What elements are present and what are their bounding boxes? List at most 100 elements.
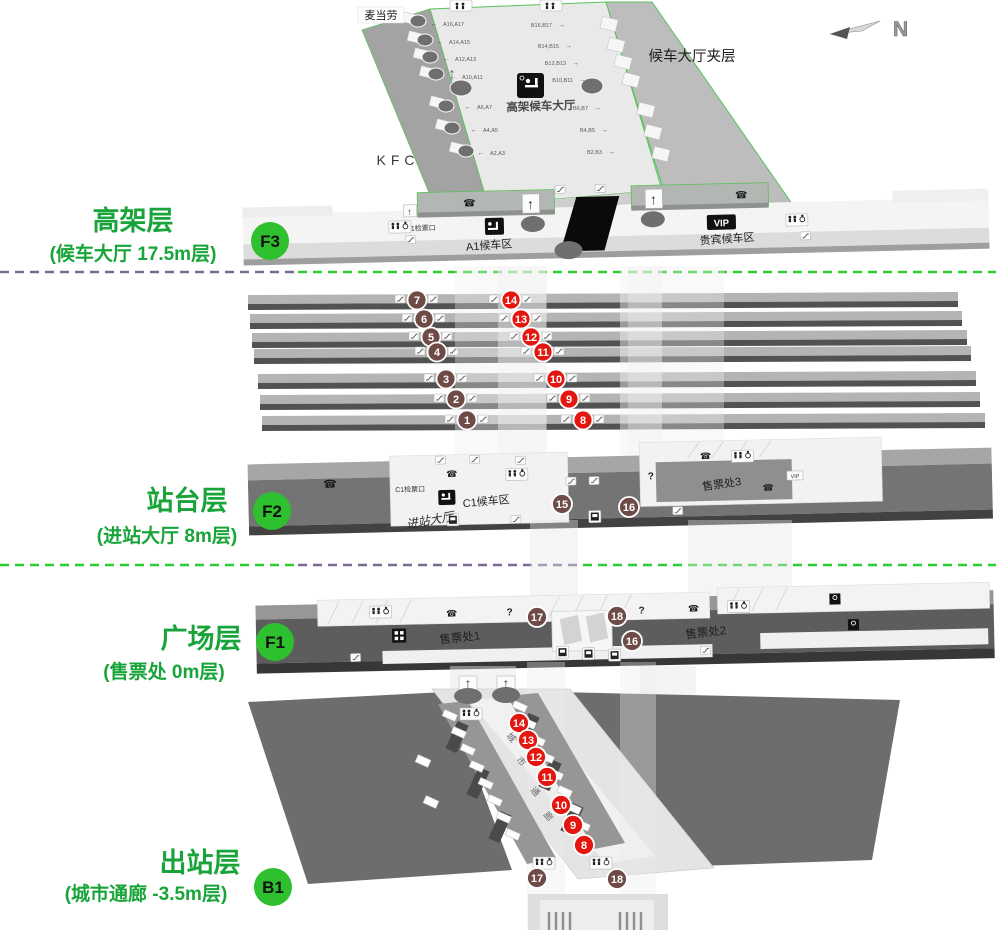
bench-icon	[487, 227, 499, 230]
vip-waiting-edge	[631, 202, 769, 211]
marker-b1-14: 14	[508, 712, 530, 734]
svg-text:14: 14	[513, 718, 526, 730]
svg-text:17: 17	[531, 873, 543, 885]
svg-text:←: ←	[471, 127, 478, 134]
ticket-machine-icon	[607, 648, 622, 662]
marker-platform-8: 8	[572, 409, 594, 431]
marker-platform-11: 11	[532, 341, 554, 363]
shaft-column	[640, 666, 696, 696]
vip-badge	[706, 214, 737, 230]
f1-right-lower-band	[760, 628, 989, 650]
escalator-icon	[565, 476, 577, 486]
ticket-machine-icon	[581, 647, 596, 661]
svg-text:16: 16	[623, 502, 635, 514]
svg-text:A4,A5: A4,A5	[483, 128, 498, 134]
escalator-icon	[699, 645, 712, 655]
toilet-icon	[545, 2, 549, 10]
waiting-badge	[438, 489, 456, 506]
toilet-accessible-icon	[785, 213, 809, 227]
svg-text:11: 11	[537, 347, 549, 359]
toilet-accessible-icon	[726, 599, 751, 614]
svg-text:5: 5	[428, 332, 434, 344]
svg-text:→: →	[608, 149, 615, 156]
b1-left-plate	[248, 692, 512, 884]
svg-text:9: 9	[570, 820, 576, 832]
compass-north-label: N	[893, 18, 908, 41]
escalator-icon	[434, 455, 447, 465]
b1-deck: ↑ ↑ 城 市 通 廊 14 13 12 11 10 9 8 17 18	[248, 662, 900, 930]
marker-f2-15: 15	[551, 493, 573, 515]
escalator-icon	[350, 652, 362, 663]
c1-gate-label: C1检票口	[395, 484, 425, 494]
bench-icon	[441, 497, 451, 500]
hall-label: 高架候车大厅	[506, 98, 576, 114]
b1-stair-strip	[507, 693, 625, 849]
phone-icon: ☎	[688, 603, 699, 613]
toilet-accessible-icon	[368, 605, 393, 619]
f3-right-step	[892, 188, 989, 203]
bench-icon	[535, 78, 538, 87]
a1-waiting-label: A1候车区	[465, 236, 512, 253]
toilet-accessible-icon	[459, 707, 483, 721]
toilet-icon	[551, 2, 555, 10]
platform-strip	[254, 346, 971, 364]
svg-text:←: ←	[443, 56, 450, 63]
toilet-accessible-icon	[589, 856, 613, 870]
f2-plate-front	[248, 509, 993, 536]
vip-waiting-label: 贵宾候车区	[699, 230, 755, 248]
locker-icon	[847, 618, 860, 631]
escalator-icon	[672, 506, 684, 516]
marker-platform-10: 10	[545, 368, 567, 390]
svg-text:7: 7	[414, 295, 420, 307]
toilet-icon	[455, 2, 459, 10]
svg-text:←: ←	[431, 21, 438, 28]
marker-b1-9: 9	[562, 814, 584, 836]
a1-gate-label: A1检票口	[406, 223, 436, 233]
marker-b1-8: 8	[573, 834, 595, 856]
svg-text:18: 18	[611, 874, 623, 886]
platform-strips: 7 6 5 4 3 2 1 14 13 12 11 10 9 8	[248, 266, 985, 456]
fare-gate-teeth	[547, 912, 643, 930]
svg-text:14: 14	[505, 295, 518, 307]
f2-badge	[253, 492, 291, 530]
svg-text:A10,A11: A10,A11	[462, 75, 483, 81]
marker-platform-4: 4	[426, 341, 448, 363]
svg-text:←: ←	[465, 104, 472, 111]
phone-icon: ☎	[735, 190, 748, 201]
up-arrow-icon: ↑	[527, 196, 534, 212]
phone-icon: ☎	[446, 469, 457, 479]
svg-text:10: 10	[550, 374, 562, 386]
svg-text:A16,A17: A16,A17	[443, 22, 464, 28]
marker-f1-17: 17	[526, 606, 548, 628]
svg-text:18: 18	[611, 611, 623, 623]
bench-icon	[525, 85, 538, 88]
up-arrow-icon: ↑	[503, 675, 510, 691]
svg-text:B14,B15: B14,B15	[538, 44, 559, 50]
svg-text:A12,A13: A12,A13	[455, 57, 476, 63]
marker-f2-16: 16	[618, 496, 640, 518]
up-arrow-box	[403, 204, 417, 218]
f1-subtitle: (售票处 0m层)	[103, 660, 224, 683]
svg-text:B6,B7: B6,B7	[573, 106, 588, 112]
question-icon: ?	[638, 605, 644, 616]
svg-text:A14,A15: A14,A15	[449, 40, 470, 46]
marker-b1-10: 10	[550, 794, 572, 816]
b1-subtitle: (城市通廊 -3.5m层)	[65, 882, 228, 905]
svg-text:1: 1	[464, 415, 470, 427]
marker-b1-11: 11	[536, 766, 558, 788]
svg-text:→: →	[579, 77, 586, 84]
svg-text:←: ←	[478, 150, 485, 157]
escalator-ramp	[585, 612, 609, 643]
phone-icon: ☎	[762, 483, 773, 493]
shaft-column	[688, 520, 792, 598]
f3-slab-top	[242, 197, 990, 245]
platform-strip	[258, 371, 976, 389]
clock-icon	[519, 75, 525, 81]
f3-subtitle: (候车大厅 17.5m层)	[50, 242, 217, 265]
vip-badge-label: VIP	[714, 218, 730, 229]
f1-badge-label: F1	[265, 633, 285, 652]
gate-ellipse	[520, 215, 545, 232]
ticket2-label: 售票处2	[685, 623, 727, 641]
hall-up-arrow: ↑	[448, 64, 457, 84]
